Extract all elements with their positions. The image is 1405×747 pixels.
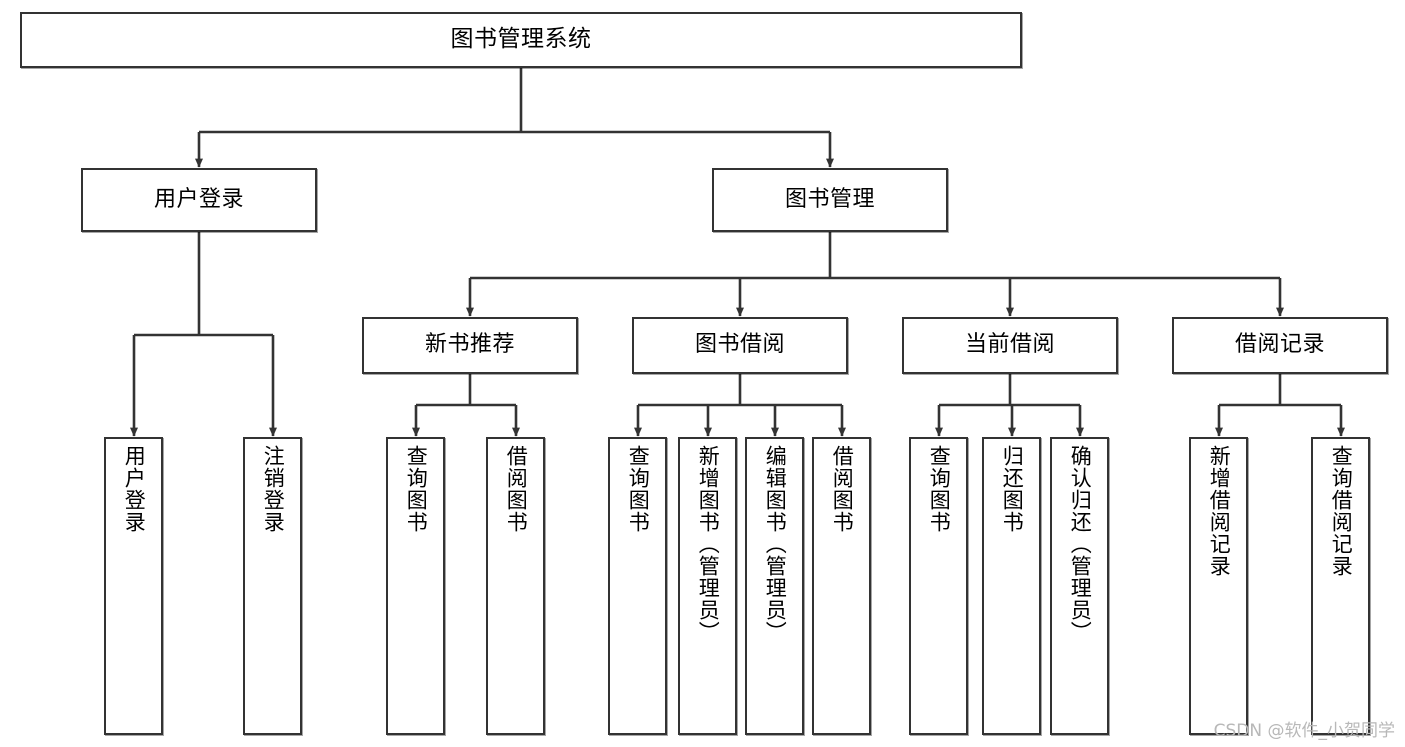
node-records[interactable]: 借阅记录 — [1172, 317, 1388, 374]
node-leaf-cur-query[interactable]: 查询图书 — [909, 437, 968, 735]
node-leaf-bw-borrow[interactable]: 借阅图书 — [812, 437, 871, 735]
node-label: 图书管理系统 — [450, 26, 592, 53]
node-bookmgmt[interactable]: 图书管理 — [712, 168, 948, 232]
node-leaf-cur-return[interactable]: 归还图书 — [982, 437, 1041, 735]
node-label: 图书管理 — [784, 186, 875, 212]
node-label: 查询借阅记录 — [1329, 445, 1354, 577]
node-label: 用户登录 — [122, 445, 147, 533]
node-borrow[interactable]: 图书借阅 — [632, 317, 848, 374]
node-leaf-nb-borrow[interactable]: 借阅图书 — [486, 437, 545, 735]
node-label: 归还图书 — [1000, 445, 1025, 533]
node-label: 新增借阅记录 — [1207, 445, 1232, 577]
node-leaf-bw-add[interactable]: 新增图书（管理员） — [678, 437, 737, 735]
node-label: 借阅记录 — [1234, 332, 1325, 358]
node-leaf-bw-edit[interactable]: 编辑图书（管理员） — [745, 437, 804, 735]
node-leaf-bw-query[interactable]: 查询图书 — [608, 437, 667, 735]
node-label: 借阅图书 — [830, 445, 855, 533]
node-leaf-cur-confirm[interactable]: 确认归还（管理员） — [1050, 437, 1109, 735]
node-leaf-rec-add[interactable]: 新增借阅记录 — [1189, 437, 1248, 735]
node-label: 用户登录 — [153, 186, 244, 212]
node-login[interactable]: 用户登录 — [81, 168, 317, 232]
node-label: 查询图书 — [404, 445, 429, 533]
node-label: 新增图书（管理员） — [696, 445, 721, 643]
csdn-watermark: CSDN @软件_小贺同学 — [1213, 721, 1395, 741]
node-leaf-user-logout[interactable]: 注销登录 — [243, 437, 302, 735]
node-label: 当前借阅 — [964, 332, 1055, 358]
node-leaf-user-login[interactable]: 用户登录 — [104, 437, 163, 735]
node-label: 确认归还（管理员） — [1068, 445, 1093, 643]
node-label: 查询图书 — [927, 445, 952, 533]
node-label: 新书推荐 — [424, 332, 515, 358]
node-current[interactable]: 当前借阅 — [902, 317, 1118, 374]
node-newbook[interactable]: 新书推荐 — [362, 317, 578, 374]
node-label: 查询图书 — [626, 445, 651, 533]
node-leaf-rec-query[interactable]: 查询借阅记录 — [1311, 437, 1370, 735]
node-root[interactable]: 图书管理系统 — [20, 12, 1022, 68]
node-label: 编辑图书（管理员） — [763, 445, 788, 643]
node-label: 借阅图书 — [504, 445, 529, 533]
node-leaf-nb-query[interactable]: 查询图书 — [386, 437, 445, 735]
node-label: 注销登录 — [261, 445, 286, 533]
node-label: 图书借阅 — [694, 332, 785, 358]
